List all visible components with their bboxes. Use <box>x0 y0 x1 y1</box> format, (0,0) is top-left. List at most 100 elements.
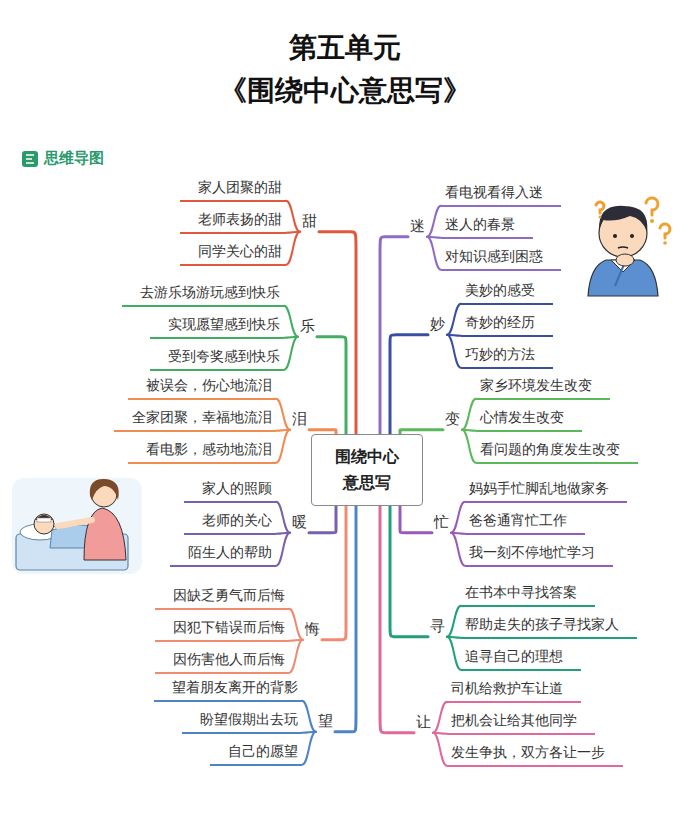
node-text: 老师表扬的甜 <box>198 210 282 229</box>
branch-connector <box>276 430 290 463</box>
branch-connector <box>302 701 316 732</box>
thinking-boy <box>588 198 670 296</box>
node-text: 爸爸通宵忙工作 <box>469 511 567 530</box>
branch-keyword: 迷 <box>408 216 427 238</box>
section-label: 思维导图 <box>44 149 104 168</box>
branch-connector <box>284 306 298 337</box>
node-text: 司机给救护车让道 <box>451 679 563 698</box>
node-text: 盼望假期出去玩 <box>200 710 298 729</box>
node-text: 迷 <box>410 217 425 237</box>
node-text: 帮助走失的孩子寻找家人 <box>465 615 619 634</box>
leaf-topic: 追寻自己的理想 <box>461 647 581 671</box>
branch-connector <box>447 637 461 670</box>
branch-keyword: 望 <box>316 711 335 733</box>
leaf-topic: 爸爸通宵忙工作 <box>465 511 585 535</box>
leaf-topic: 看问题的角度发生改变 <box>476 440 638 464</box>
node-text: 迷人的春景 <box>445 215 515 234</box>
node-text: 因缺乏勇气而后悔 <box>173 586 285 605</box>
node-text: 甜 <box>302 212 317 232</box>
node-text: 悔 <box>305 620 320 640</box>
branch-connector <box>427 237 441 270</box>
branch-connector <box>289 640 303 673</box>
node-text: 奇妙的经历 <box>465 313 535 332</box>
branch-keyword: 寻 <box>428 616 447 638</box>
branch-connector <box>433 733 447 766</box>
leaf-topic: 奇妙的经历 <box>461 313 553 337</box>
branch-connector <box>286 232 300 265</box>
node-text: 看问题的角度发生改变 <box>480 440 620 459</box>
node-text: 看电视看得入迷 <box>445 183 543 202</box>
branch-keyword: 变 <box>443 409 462 431</box>
node-text: 家人的照顾 <box>202 479 272 498</box>
page-title: 第五单元 《围绕中心意思写》 <box>175 26 515 113</box>
branch-connector <box>390 506 428 637</box>
leaf-topic: 在书本中寻找答案 <box>461 583 595 607</box>
branch-connector <box>462 399 476 430</box>
branch-connector <box>335 506 356 732</box>
node-text: 巧妙的方法 <box>465 345 535 364</box>
leaf-topic: 发生争执，双方各让一步 <box>447 743 623 767</box>
node-text: 暖 <box>292 513 307 533</box>
branch-connector <box>447 304 461 335</box>
leaf-topic: 美妙的感受 <box>461 281 553 305</box>
mindmap-icon <box>22 151 38 167</box>
branch-connector <box>322 506 346 640</box>
mother-child-picture <box>12 478 142 574</box>
branch-keyword: 忙 <box>432 512 451 534</box>
leaf-topic: 自己的愿望 <box>210 742 302 766</box>
node-text: 老师的关心 <box>202 511 272 530</box>
leaf-topic: 把机会让给其他同学 <box>447 711 595 735</box>
leaf-topic: 陌生人的帮助 <box>170 543 276 567</box>
leaf-topic: 去游乐场游玩感到快乐 <box>122 283 284 307</box>
branch-keyword: 暖 <box>290 512 309 534</box>
leaf-topic: 看电视看得入迷 <box>441 183 561 207</box>
leaf-topic: 同学关心的甜 <box>180 242 286 266</box>
node-text: 陌生人的帮助 <box>188 543 272 562</box>
leaf-topic: 对知识感到困惑 <box>441 247 561 271</box>
branch-connector <box>276 533 290 566</box>
leaf-topic: 受到夸奖感到快乐 <box>150 347 284 371</box>
leaf-topic: 司机给救护车让道 <box>447 679 581 703</box>
node-text: 对知识感到困惑 <box>445 247 543 266</box>
node-text: 同学关心的甜 <box>198 242 282 261</box>
branch-connector <box>451 533 465 566</box>
node-text: 寻 <box>430 617 445 637</box>
node-text: 全家团聚，幸福地流泪 <box>132 408 272 427</box>
node-text: 泪 <box>292 410 307 430</box>
leaf-topic: 被误会，伤心地流泪 <box>128 376 276 400</box>
node-text: 心情发生改变 <box>480 408 564 427</box>
leaf-topic: 老师的关心 <box>184 511 276 535</box>
node-text: 追寻自己的理想 <box>465 647 563 666</box>
leaf-topic: 心情发生改变 <box>476 408 582 432</box>
node-text: 因伤害他人而后悔 <box>173 650 285 669</box>
leaf-topic: 望着朋友离开的背影 <box>154 678 302 702</box>
leaf-topic: 我一刻不停地忙学习 <box>465 543 613 567</box>
node-text: 把机会让给其他同学 <box>451 711 577 730</box>
node-text: 我一刻不停地忙学习 <box>469 543 595 562</box>
branch-keyword: 泪 <box>290 409 309 431</box>
branch-keyword: 妙 <box>428 314 447 336</box>
branch-keyword: 悔 <box>303 619 322 641</box>
branch-keyword: 乐 <box>298 316 317 338</box>
central-topic: 围绕中心 意思写 <box>311 434 423 505</box>
node-text: 发生争执，双方各让一步 <box>451 743 605 762</box>
leaf-topic: 家人的照顾 <box>184 479 276 503</box>
leaf-topic: 迷人的春景 <box>441 215 533 239</box>
node-text: 妙 <box>430 315 445 335</box>
leaf-topic: 帮助走失的孩子寻找家人 <box>461 615 637 639</box>
branch-connector <box>289 609 303 640</box>
node-text: 去游乐场游玩感到快乐 <box>140 283 280 302</box>
leaf-topic: 巧妙的方法 <box>461 345 553 369</box>
branch-connector <box>447 606 461 637</box>
leaf-topic: 家人团聚的甜 <box>180 178 286 202</box>
branch-connector <box>400 506 432 533</box>
branch-connector <box>286 201 300 232</box>
branch-connector <box>451 502 465 533</box>
leaf-topic: 盼望假期出去玩 <box>182 710 302 734</box>
node-text: 家人团聚的甜 <box>198 178 282 197</box>
node-text: 自己的愿望 <box>228 742 298 761</box>
node-text: 变 <box>445 410 460 430</box>
branch-connector <box>284 337 298 370</box>
